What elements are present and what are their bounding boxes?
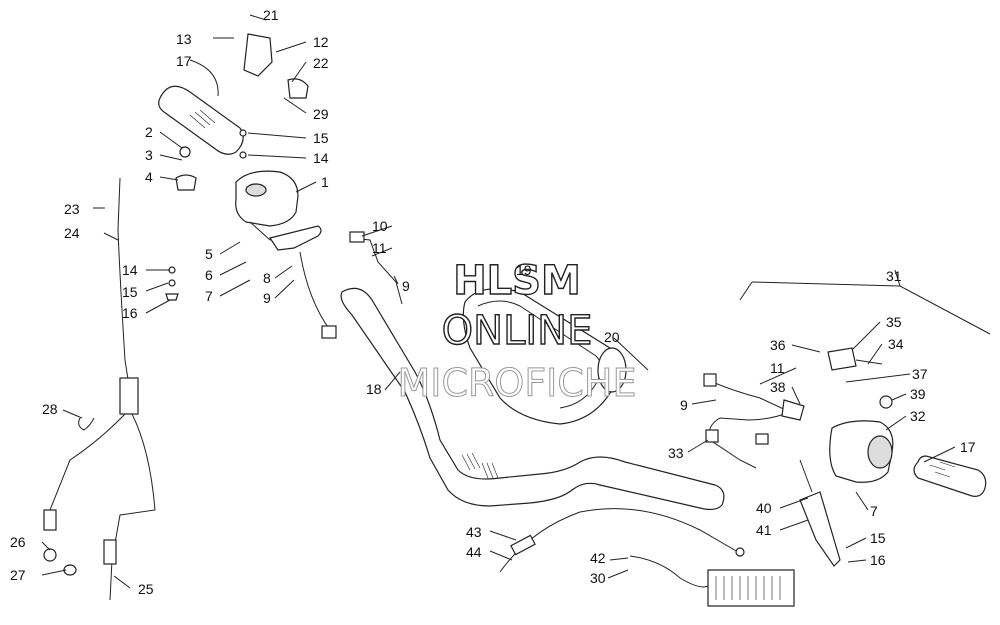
- callout-23: 23: [64, 201, 80, 217]
- handlebar: [340, 287, 725, 511]
- callout-7-right: 7: [870, 503, 878, 519]
- callout-19: 19: [516, 262, 532, 278]
- callout-31: 31: [886, 268, 902, 284]
- callout-14-left: 14: [122, 262, 138, 278]
- callout-9-right: 9: [680, 397, 688, 413]
- callout-26: 26: [10, 534, 26, 550]
- callout-9-mid: 9: [263, 290, 271, 306]
- callout-33: 33: [668, 445, 684, 461]
- switch-38: [781, 399, 805, 421]
- callout-42: 42: [590, 550, 606, 566]
- brake-cable: [499, 508, 739, 573]
- throttle-switch: [287, 78, 309, 99]
- callout-18: 18: [366, 381, 382, 397]
- callout-labels: 21 13 12 17 22 29 15 2 14 3 4 1 23 24 10…: [10, 7, 976, 597]
- callout-14-top: 14: [313, 150, 329, 166]
- watermark-line-3: MICROFICHE: [397, 361, 636, 405]
- cable-adjuster-26: [43, 509, 57, 531]
- leader-lines: [41, 14, 991, 589]
- callout-11-right: 11: [770, 360, 785, 376]
- washer-15-lower: [168, 279, 176, 287]
- cable-branch-b: [109, 413, 156, 601]
- switch-cap-39: [879, 395, 893, 409]
- callout-1: 1: [321, 174, 329, 190]
- callout-43: 43: [466, 524, 482, 540]
- callout-13: 13: [176, 31, 192, 47]
- callout-15-top: 15: [313, 130, 329, 146]
- callout-6: 6: [205, 267, 213, 283]
- callout-17-left: 17: [176, 53, 192, 69]
- brake-lever: [799, 491, 841, 567]
- left-control-housing: [235, 170, 321, 241]
- callout-9-left: 9: [402, 278, 410, 294]
- callout-10: 10: [372, 218, 388, 234]
- callout-37: 37: [912, 366, 928, 382]
- throttle-lever: [269, 225, 322, 251]
- pivot-bolt-40: [799, 459, 813, 493]
- callout-12: 12: [313, 34, 329, 50]
- cable-end: [735, 547, 745, 557]
- callout-40: 40: [756, 500, 772, 516]
- callout-36: 36: [770, 337, 786, 353]
- callout-7-left: 7: [205, 288, 213, 304]
- callout-22: 22: [313, 55, 329, 71]
- watermark-line-2: ONLINE: [442, 308, 593, 354]
- switch-bracket-35: [827, 347, 857, 371]
- callout-5: 5: [205, 246, 213, 262]
- callout-17-right: 17: [960, 439, 976, 455]
- callout-34: 34: [888, 336, 904, 352]
- callout-32: 32: [910, 408, 926, 424]
- throttle-bracket: [243, 33, 273, 77]
- right-connector-c: [755, 433, 769, 445]
- callout-3: 3: [145, 147, 153, 163]
- watermark: HLSM ONLINE MICROFICHE: [397, 257, 637, 405]
- right-connector-a: [703, 373, 717, 387]
- switch-connector-10: [349, 231, 365, 243]
- nut-14: [239, 151, 247, 159]
- cable-junction: [119, 377, 139, 415]
- callout-15-left: 15: [122, 284, 138, 300]
- heater-lead: [629, 555, 709, 588]
- callout-8: 8: [263, 270, 271, 286]
- left-grip: [158, 85, 244, 155]
- grip-heater-30: [707, 569, 795, 607]
- right-grip: [913, 455, 987, 497]
- watermark-line-1: HLSM: [453, 258, 581, 304]
- cable-ferrule-43: [510, 534, 536, 556]
- cable-adjuster-25: [103, 539, 117, 565]
- washer-15: [239, 129, 247, 137]
- callout-21: 21: [263, 7, 279, 23]
- callout-39: 39: [910, 386, 926, 402]
- callout-24: 24: [64, 225, 80, 241]
- callout-30: 30: [590, 570, 606, 586]
- washer-2: [179, 146, 191, 158]
- callout-35: 35: [886, 314, 902, 330]
- right-housing-bore: [867, 435, 893, 469]
- callout-16-left: 16: [122, 305, 138, 321]
- kill-switch-connector: [321, 325, 337, 339]
- callout-38: 38: [770, 379, 786, 395]
- callout-28: 28: [42, 401, 58, 417]
- callout-11-left: 11: [372, 240, 387, 256]
- callout-16-right: 16: [870, 552, 886, 568]
- right-connector-b: [705, 429, 719, 443]
- callout-27: 27: [10, 567, 26, 583]
- cable-branch-a: [49, 413, 126, 511]
- callout-29: 29: [313, 106, 329, 122]
- nut-16: [165, 293, 179, 301]
- handlebar-pad: [462, 288, 627, 425]
- callout-2: 2: [145, 124, 153, 140]
- callout-4: 4: [145, 169, 153, 185]
- adjuster-nut-26: [43, 548, 57, 562]
- callout-20: 20: [604, 329, 620, 345]
- plug-4: [175, 174, 197, 191]
- callout-41: 41: [756, 522, 772, 538]
- kill-switch-wire: [299, 251, 331, 331]
- callout-25: 25: [138, 581, 154, 597]
- callout-15-right: 15: [870, 530, 886, 546]
- callout-44: 44: [466, 544, 482, 560]
- cable-clip-28: [78, 417, 95, 431]
